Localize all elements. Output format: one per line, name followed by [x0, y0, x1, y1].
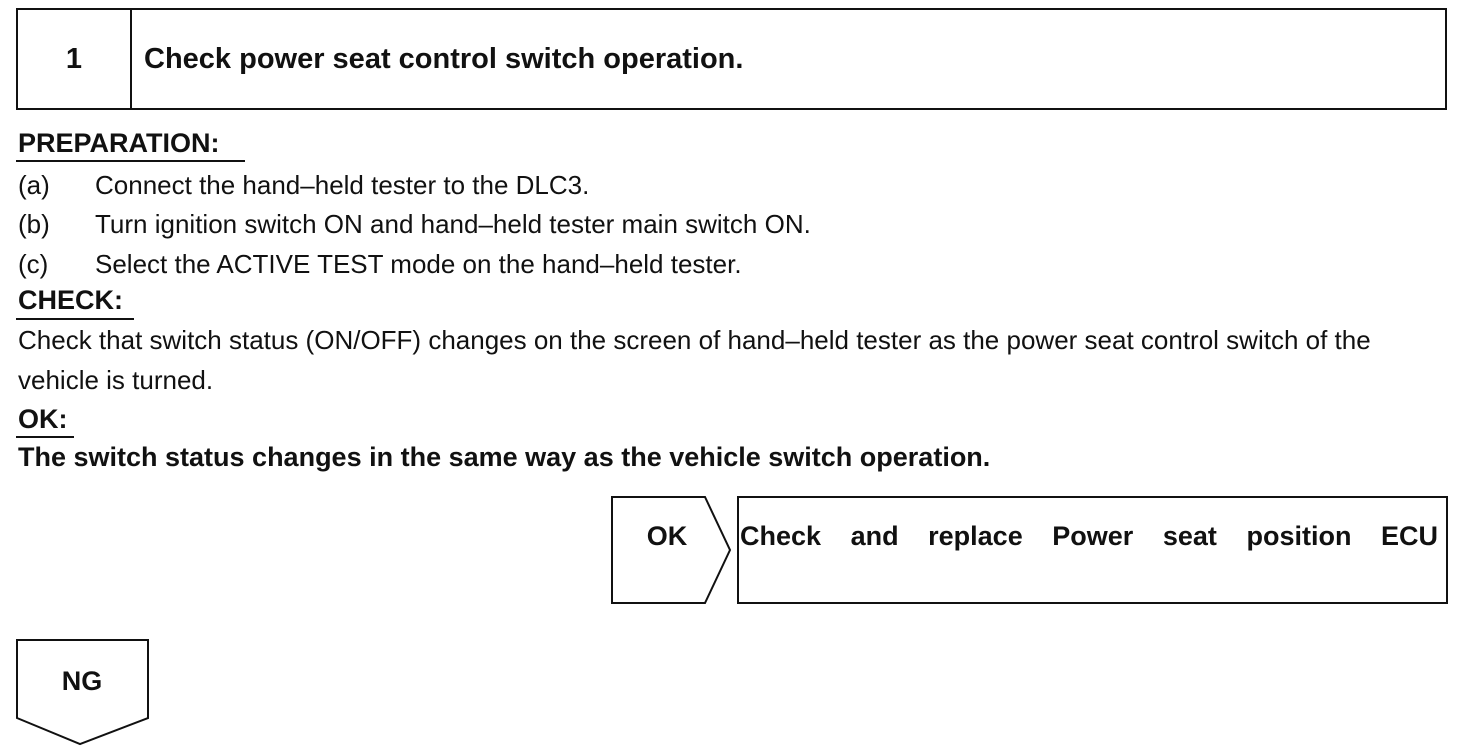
ok-arrow-shape [611, 496, 732, 604]
item-text: Select the ACTIVE TEST mode on the hand–… [95, 249, 742, 279]
item-text: Connect the hand–held tester to the DLC3… [95, 170, 590, 200]
preparation-heading: PREPARATION: [18, 128, 220, 158]
preparation-item-b: (b) Turn ignition switch ON and hand–held… [18, 209, 811, 239]
ok-result-box [737, 496, 1448, 604]
preparation-heading-underline [16, 160, 245, 162]
step-title: Check power seat control switch operatio… [144, 42, 744, 75]
check-heading: CHECK: [18, 285, 123, 315]
preparation-item-a: (a) Connect the hand–held tester to the D… [18, 170, 589, 200]
ok-branch-result: Check and replace Power seat position EC… [740, 521, 1438, 551]
item-letter: (c) [18, 249, 49, 279]
step-divider [130, 10, 132, 108]
ok-heading-underline [16, 436, 74, 438]
check-text: Check that switch status (ON/OFF) change… [18, 325, 1371, 395]
ok-branch-label: OK [646, 521, 688, 551]
ok-criteria-text: The switch status changes in the same wa… [18, 442, 991, 472]
step-number: 1 [65, 42, 83, 75]
step-header: 1 Check power seat control switch operat… [16, 8, 1447, 110]
ng-arrow-shape [16, 639, 149, 746]
ng-branch-label: NG [61, 666, 103, 696]
ok-heading: OK: [18, 404, 68, 434]
item-letter: (b) [18, 209, 50, 239]
preparation-item-c: (c) Select the ACTIVE TEST mode on the ha… [18, 249, 742, 279]
item-letter: (a) [18, 170, 50, 200]
item-text: Turn ignition switch ON and hand–held te… [95, 209, 811, 239]
check-heading-underline [16, 318, 134, 320]
